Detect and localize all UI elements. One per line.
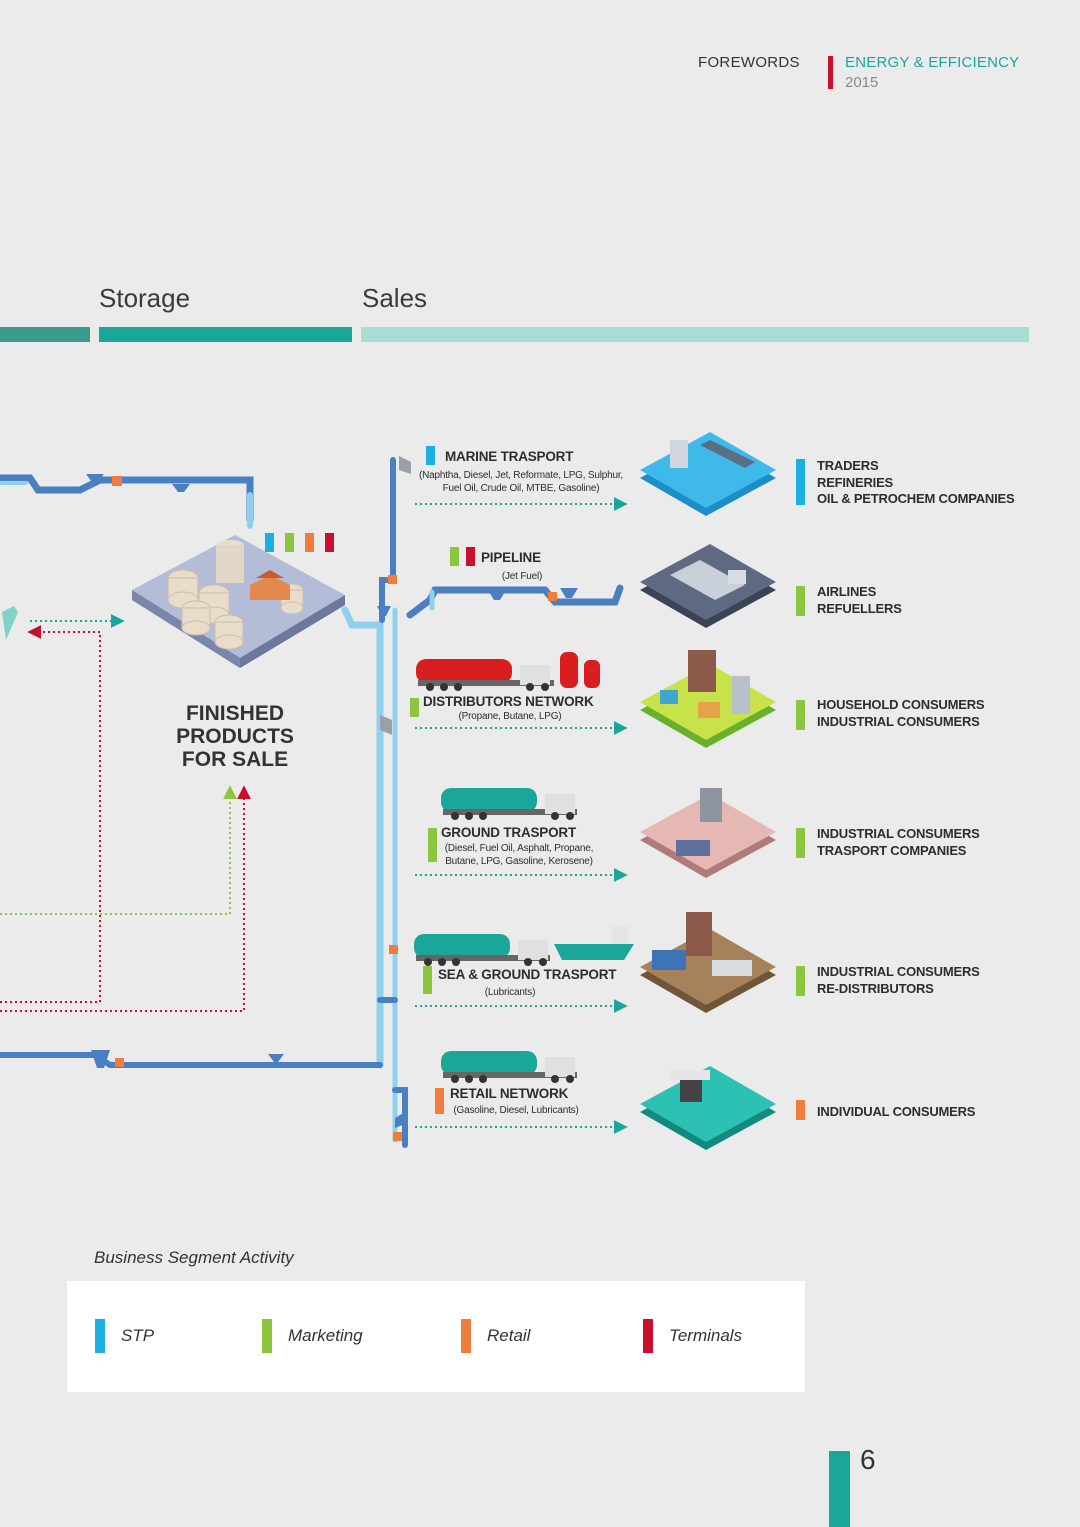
channel-title-retail: RETAIL NETWORK <box>450 1086 569 1101</box>
legend-swatch-retail <box>461 1319 471 1353</box>
channel-subtitle-ground: (Diesel, Fuel Oil, Asphalt, Propane, But… <box>434 842 604 868</box>
legend-item-stp: STP <box>95 1319 154 1353</box>
channel-segment-markers <box>410 446 475 1114</box>
customer-label: REFUELLERS <box>817 600 902 616</box>
page-number: 6 <box>860 1444 876 1475</box>
customers-distributors: HOUSEHOLD CONSUMERS INDUSTRIAL CONSUMERS <box>817 697 985 730</box>
legend-label-terminals: Terminals <box>669 1326 743 1345</box>
channel-title-ground: GROUND TRASPORT <box>441 825 576 840</box>
tile-industrial-redistributor-icon <box>640 912 776 1013</box>
pipe-valves-top <box>86 474 190 492</box>
legend-panel <box>67 1281 805 1392</box>
header-year: 2015 <box>845 74 879 91</box>
customers-retail: INDIVIDUAL CONSUMERS <box>817 1104 975 1121</box>
flow-arrows-storage <box>0 614 251 1012</box>
channel-subtitle-retail: (Gasoline, Diesel, Lubricants) <box>453 1105 579 1116</box>
channel-subtitle-pipeline: (Jet Fuel) <box>501 571 543 582</box>
channel-subtitle-distributors: (Propane, Butane, LPG) <box>458 711 562 722</box>
stage-bar-sales <box>361 327 1029 342</box>
customer-label: OIL & PETROCHEM COMPANIES <box>817 491 1015 506</box>
customers-marine: TRADERS REFINERIES OIL & PETROCHEM COMPA… <box>817 458 1015 508</box>
customer-label: INDUSTRIAL CONSUMERS <box>817 713 980 729</box>
legend-swatch-stp <box>95 1319 105 1353</box>
customer-label: AIRLINES <box>817 584 877 599</box>
header-divider <box>828 56 833 89</box>
channel-subtitle-sea-ground: (Lubricants) <box>484 987 536 998</box>
customer-label: INDIVIDUAL CONSUMERS <box>817 1104 976 1119</box>
tile-household-industrial-icon <box>640 650 776 748</box>
page-number-bar <box>829 1451 850 1527</box>
legend-item-marketing: Marketing <box>262 1319 363 1353</box>
channel-subtitle-line: (Diesel, Fuel Oil, Asphalt, Propane, <box>444 843 594 854</box>
finished-products-line1: FINISHED <box>185 702 284 725</box>
tile-industrial-transport-icon <box>640 788 776 878</box>
storage-segment-markers <box>265 533 334 552</box>
legend-label-marketing: Marketing <box>288 1326 363 1345</box>
header-report-title: ENERGY & EFFICIENCY <box>845 54 1020 71</box>
legend-item-terminals: Terminals <box>643 1319 742 1353</box>
stage-title-storage: Storage <box>99 283 191 313</box>
storage-facility-illustration <box>132 535 345 668</box>
legend-item-retail: Retail <box>461 1319 530 1353</box>
customer-label: INDUSTRIAL CONSUMERS <box>817 964 980 979</box>
pipe-incoming-top <box>0 474 254 529</box>
legend-title: Business Segment Activity <box>94 1248 294 1267</box>
stage-bar-storage <box>99 327 352 342</box>
pipe-valves-main <box>91 456 578 1141</box>
edge-gauge-icon <box>2 606 18 640</box>
channel-subtitle-marine: (Naphtha, Diesel, Jet, Reformate, LPG, S… <box>410 469 632 495</box>
channel-title-pipeline: PIPELINE <box>481 550 541 565</box>
customer-segment-bars <box>796 459 805 1120</box>
header-section-label: FOREWORDS <box>698 54 800 71</box>
channel-subtitle-line: Fuel Oil, Crude Oil, MTBE, Gasoline) <box>442 483 600 494</box>
customer-label: INDUSTRIAL CONSUMERS <box>817 826 980 841</box>
customers-pipeline: AIRLINES REFUELLERS <box>817 584 902 617</box>
truck-distributors-icon <box>416 652 600 691</box>
customers-ground: INDUSTRIAL CONSUMERS TRASPORT COMPANIES <box>817 826 980 859</box>
channel-title-sea-ground: SEA & GROUND TRASPORT <box>438 967 617 982</box>
pipe-distribution-main <box>0 457 624 1148</box>
stage-bar-previous <box>0 327 90 342</box>
customer-label: REFINERIES <box>817 474 894 490</box>
customer-label: RE-DISTRIBUTORS <box>817 980 934 996</box>
finished-products-line3: FOR SALE <box>181 748 289 771</box>
truck-ground-icon <box>441 788 577 820</box>
flow-arrows-channels <box>415 497 628 1134</box>
finished-products-label: FINISHED PRODUCTS FOR SALE <box>150 702 320 771</box>
customer-label: HOUSEHOLD CONSUMERS <box>817 697 985 712</box>
channel-subtitle-line: (Naphtha, Diesel, Jet, Reformate, LPG, S… <box>418 470 624 481</box>
legend-label-stp: STP <box>121 1326 155 1345</box>
stage-title-sales: Sales <box>362 283 428 313</box>
channel-subtitle-line: Butane, LPG, Gasoline, Kerosene) <box>445 856 593 867</box>
truck-retail-icon <box>441 1051 577 1083</box>
legend-label-retail: Retail <box>487 1326 531 1345</box>
tile-marine-port-icon <box>640 432 776 516</box>
channel-title-marine: MARINE TRASPORT <box>445 449 574 464</box>
customers-sea-ground: INDUSTRIAL CONSUMERS RE-DISTRIBUTORS <box>817 964 980 997</box>
finished-products-line2: PRODUCTS <box>176 725 294 748</box>
tile-retail-station-icon <box>640 1066 776 1150</box>
tile-airport-icon <box>640 544 776 628</box>
channel-title-distributors: DISTRIBUTORS NETWORK <box>423 694 594 709</box>
truck-and-ship-lubricants-icon <box>414 926 634 966</box>
legend-swatch-marketing <box>262 1319 272 1353</box>
customer-label: TRASPORT COMPANIES <box>817 842 967 858</box>
customer-label: TRADERS <box>817 458 879 473</box>
legend-swatch-terminals <box>643 1319 653 1353</box>
